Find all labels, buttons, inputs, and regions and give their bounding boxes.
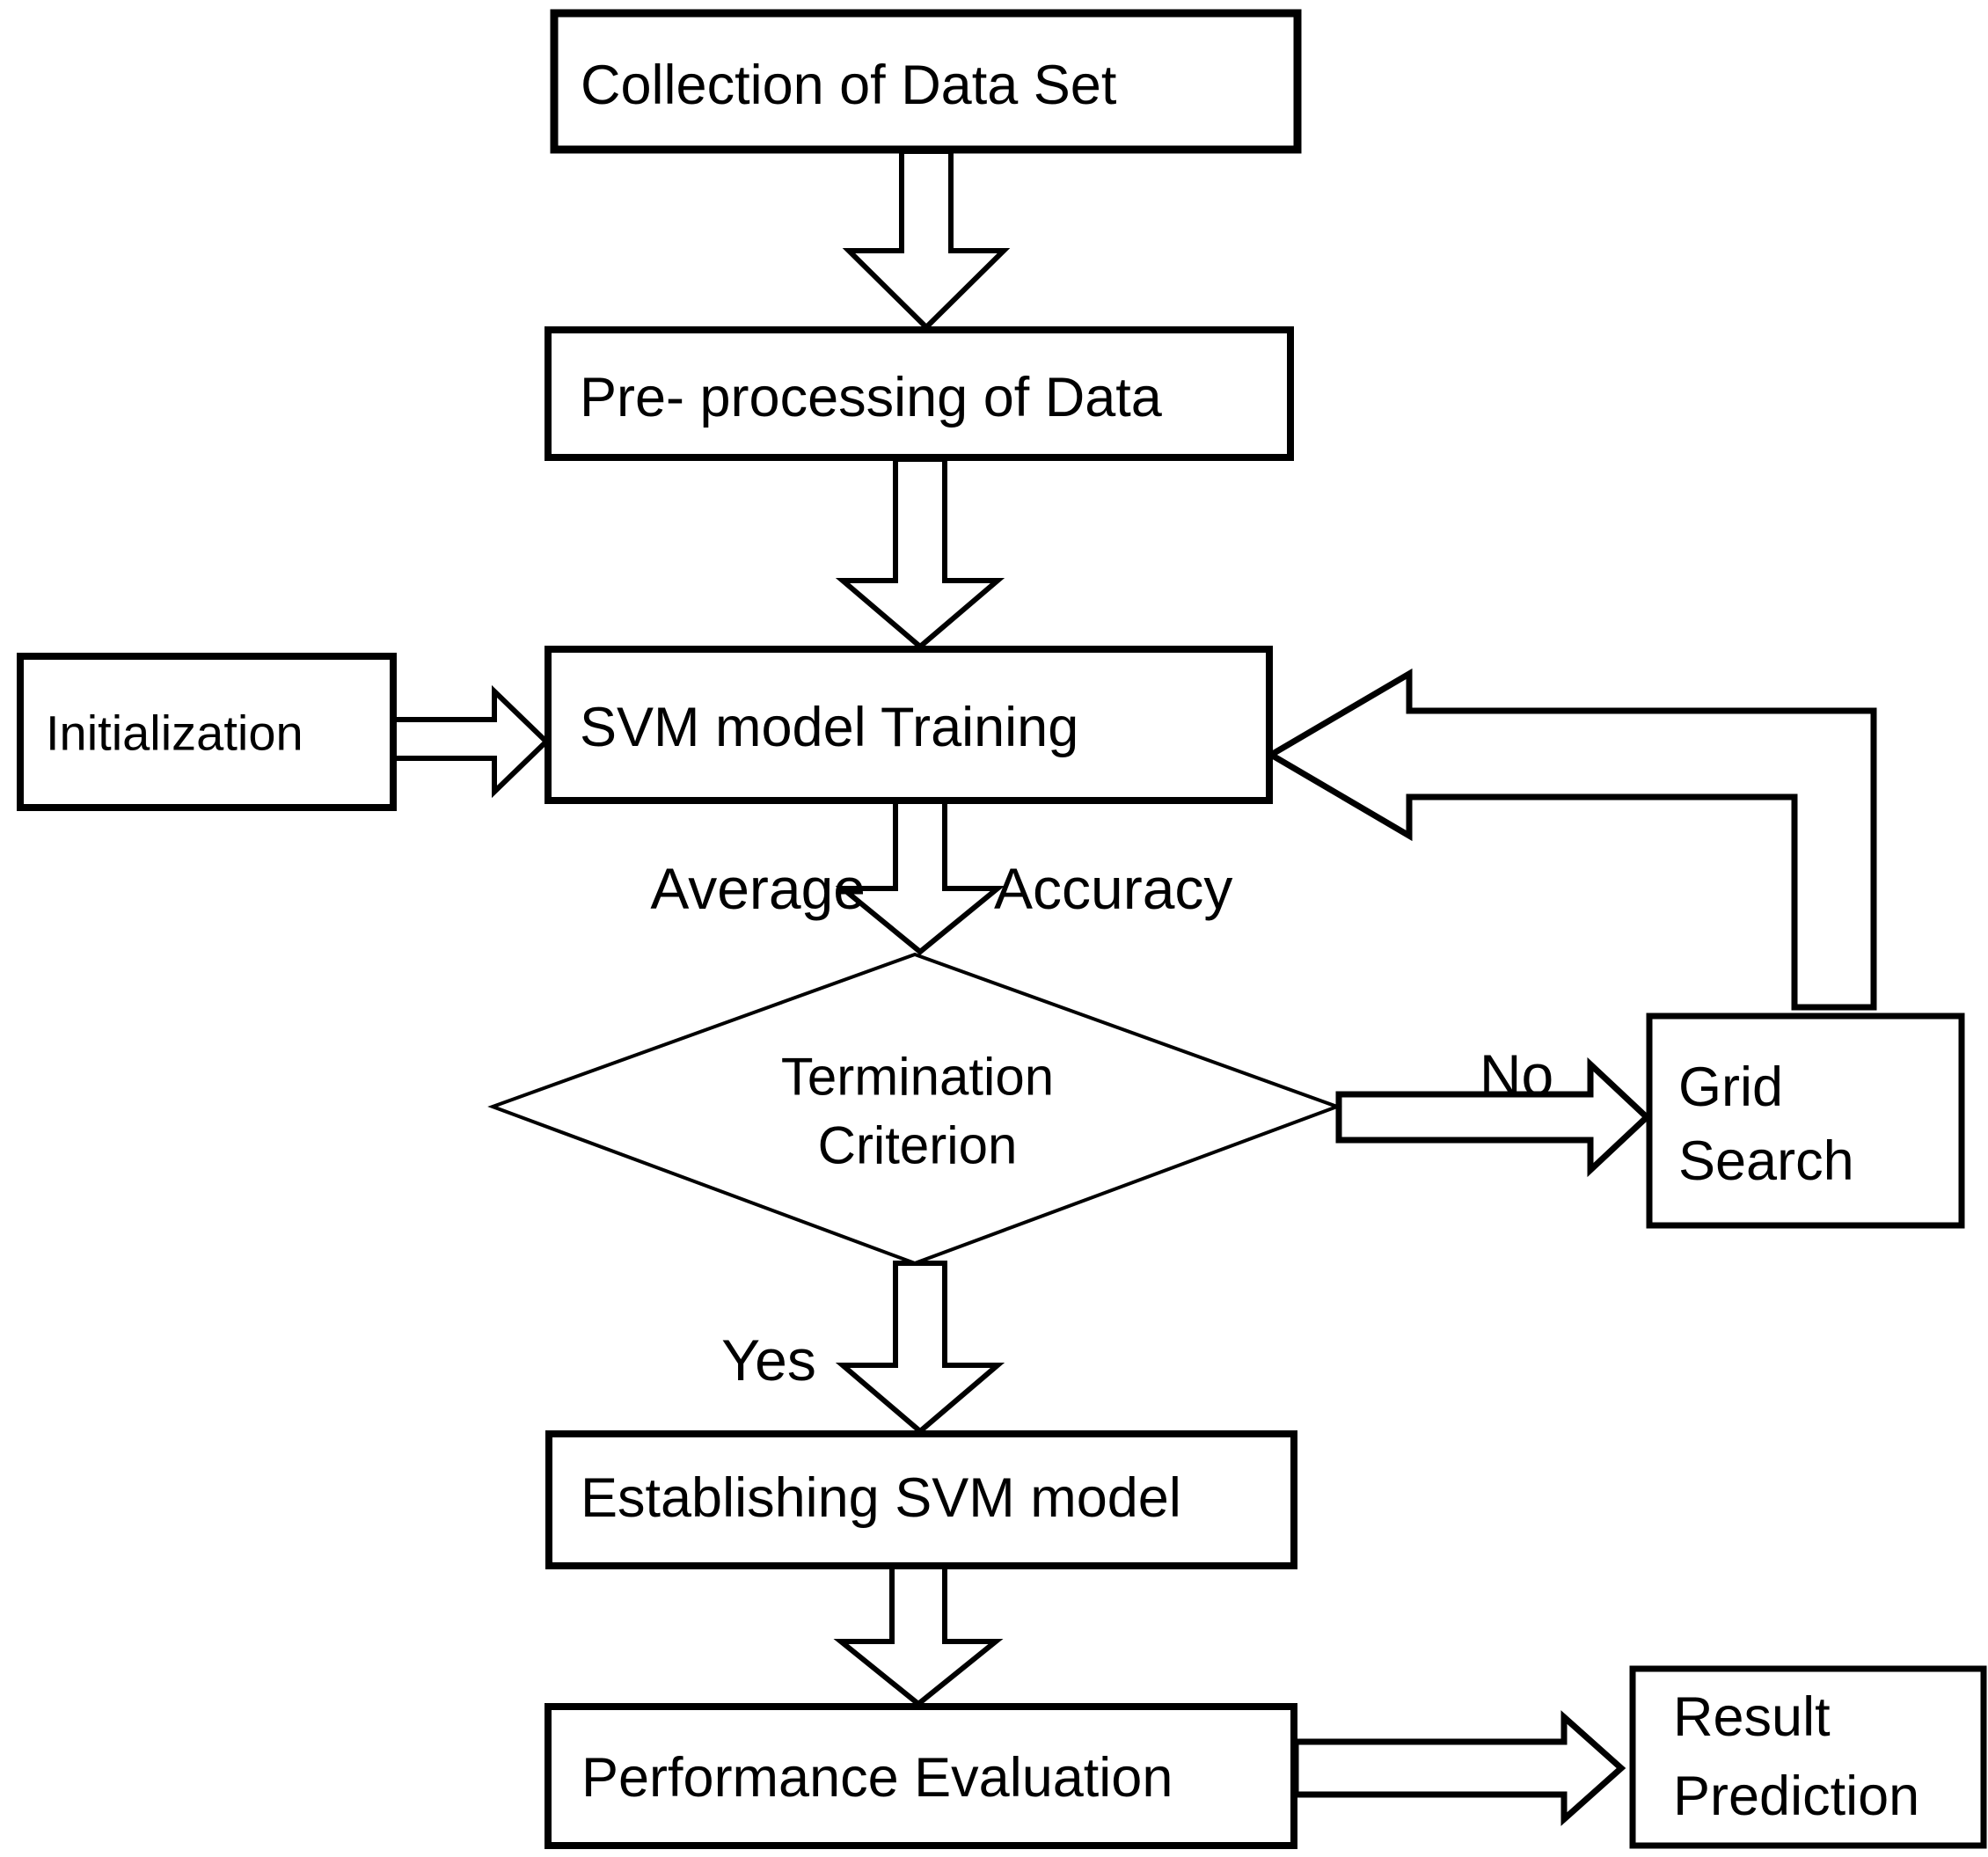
arrow-collection-to-preprocessing (842, 149, 1011, 332)
collection-box (550, 9, 1302, 154)
preprocessing-label: Pre- processing of Data (580, 367, 1163, 428)
initialization-label: Initialization (46, 706, 303, 761)
result-label-line2: Prediction (1673, 1766, 1919, 1827)
collection-label: Collection of Data Set (581, 55, 1117, 116)
establish-box (545, 1430, 1297, 1569)
edge-label-no: No (1480, 1042, 1553, 1108)
result-label-line1: Result (1673, 1686, 1831, 1748)
arrow-preprocessing-to-svm (835, 457, 1005, 650)
edge-label-average: Average (650, 856, 866, 921)
performance-label: Performance Evaluation (581, 1747, 1173, 1809)
svm-training-label: SVM model Training (580, 697, 1078, 758)
initialization-box (17, 653, 397, 811)
performance-box (545, 1703, 1297, 1849)
termination-label-line1: Termination (781, 1048, 1054, 1107)
preprocessing-box (545, 326, 1294, 461)
edge-label-yes: Yes (721, 1327, 816, 1393)
establish-label: Establishing SVM model (581, 1467, 1181, 1529)
termination-diamond (487, 952, 1342, 1266)
arrow-termination-no-to-gridsearch (1335, 1056, 1652, 1178)
grid-search-label-line1: Grid (1678, 1056, 1783, 1118)
arrow-establish-to-performance (833, 1563, 1004, 1707)
arrow-initialization-to-svm (391, 684, 551, 799)
arrow-termination-yes-to-establish (835, 1261, 1005, 1435)
svm-training-box (545, 646, 1273, 804)
grid-search-box (1646, 1013, 1965, 1229)
arrow-performance-to-result (1292, 1710, 1626, 1826)
arrow-svm-to-termination (835, 798, 1005, 955)
arrow-gridsearch-to-svm-loop (1265, 668, 1877, 1011)
result-box (1629, 1665, 1987, 1849)
grid-search-label-line2: Search (1678, 1130, 1854, 1192)
termination-label-line2: Criterion (818, 1116, 1018, 1175)
edge-label-accuracy: Accuracy (994, 856, 1232, 921)
